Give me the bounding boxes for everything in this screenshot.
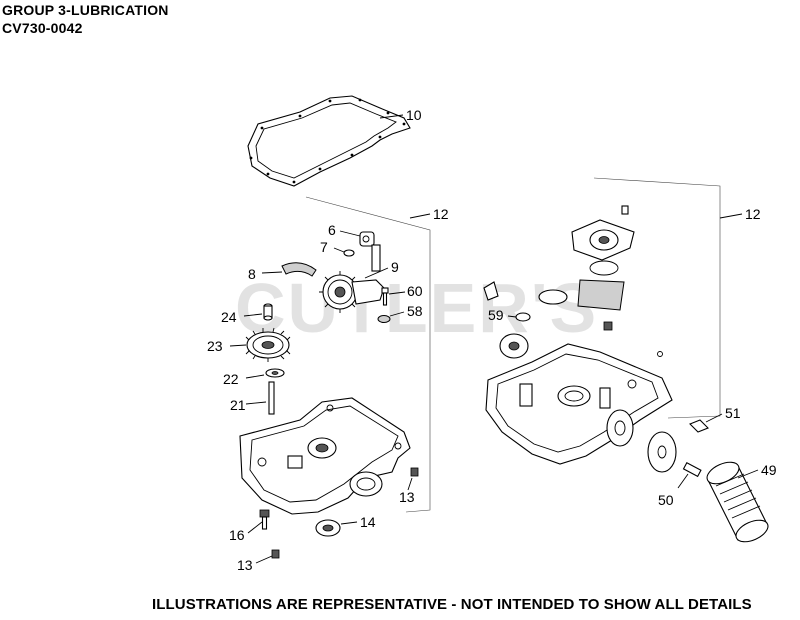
right-gear	[499, 333, 529, 359]
part-60-bolt[interactable]	[381, 287, 389, 306]
callout-12-left: 12	[433, 206, 449, 222]
leader-50	[677, 473, 689, 489]
right-fitting	[483, 281, 499, 301]
disclaimer-footer: ILLUSTRATIONS ARE REPRESENTATIVE - NOT I…	[152, 596, 752, 613]
part-21-shaft[interactable]	[268, 381, 275, 415]
leader-12-left	[409, 213, 431, 219]
leader-9	[364, 267, 389, 279]
part-49-oil-filter[interactable]	[704, 458, 771, 546]
callout-21: 21	[230, 397, 246, 413]
part-51-drain-plug[interactable]	[689, 419, 709, 433]
callout-60: 60	[407, 283, 423, 299]
right-oil-pan-housing	[485, 343, 673, 465]
leader-10	[379, 114, 404, 119]
oil-pump-cover-assembly	[571, 205, 635, 276]
bracket-12-left	[305, 196, 431, 513]
right-spring	[603, 321, 613, 331]
callout-9: 9	[391, 259, 399, 275]
part-13-nut-right[interactable]	[410, 467, 419, 477]
callout-14: 14	[360, 514, 376, 530]
callout-13-right: 13	[399, 489, 415, 505]
leader-6	[339, 230, 361, 237]
leader-8	[261, 271, 283, 274]
leader-13-lower	[255, 555, 273, 564]
leader-14	[340, 521, 358, 525]
leader-21	[245, 401, 267, 405]
callout-16: 16	[229, 527, 245, 543]
callout-13-lower: 13	[237, 557, 253, 573]
callout-6: 6	[328, 222, 336, 238]
part-6-oil-pickup[interactable]	[359, 231, 381, 272]
right-ball	[657, 351, 663, 357]
part-7-o-ring[interactable]	[343, 249, 355, 257]
leader-59	[507, 315, 517, 318]
leader-51	[705, 413, 723, 423]
part-8-bearing[interactable]	[281, 262, 317, 277]
leader-12-right	[719, 213, 743, 219]
callout-10: 10	[406, 107, 422, 123]
filter-adapter-plate	[606, 409, 677, 473]
callout-49: 49	[761, 462, 777, 478]
group-title: GROUP 3-LUBRICATION	[2, 2, 169, 18]
model-code: CV730-0042	[2, 20, 83, 36]
part-23-gear[interactable]	[245, 327, 291, 362]
callout-50: 50	[658, 492, 674, 508]
part-13-nut-lower[interactable]	[271, 549, 280, 559]
part-14-oil-seal[interactable]	[315, 519, 341, 537]
callout-58: 58	[407, 303, 423, 319]
part-59-o-ring[interactable]	[515, 312, 531, 322]
bracket-12-right	[593, 177, 721, 419]
part-22-washer[interactable]	[265, 368, 285, 378]
callout-22: 22	[223, 371, 239, 387]
callout-23: 23	[207, 338, 223, 354]
callout-24: 24	[221, 309, 237, 325]
leader-7	[333, 247, 345, 253]
part-58-washer[interactable]	[377, 315, 391, 323]
part-9-oil-pump[interactable]	[319, 271, 385, 313]
callout-8: 8	[248, 266, 256, 282]
part-16-bolt[interactable]	[259, 509, 270, 530]
callout-59: 59	[488, 307, 504, 323]
callout-12-right: 12	[745, 206, 761, 222]
part-10-gasket[interactable]	[247, 95, 411, 187]
callout-51: 51	[725, 405, 741, 421]
part-50-nipple[interactable]	[682, 461, 702, 478]
left-oil-pan-housing	[239, 397, 411, 515]
part-24-pin[interactable]	[263, 303, 273, 321]
leader-60	[388, 291, 406, 295]
callout-7: 7	[320, 239, 328, 255]
leader-49	[737, 469, 759, 479]
leader-22	[245, 374, 265, 379]
leader-24	[243, 313, 263, 317]
leader-13-right	[407, 477, 413, 491]
leader-16	[247, 521, 263, 534]
leader-58	[389, 311, 405, 317]
leader-23	[229, 344, 247, 347]
right-bearing-shell	[577, 279, 625, 311]
right-o-ring	[538, 289, 568, 305]
